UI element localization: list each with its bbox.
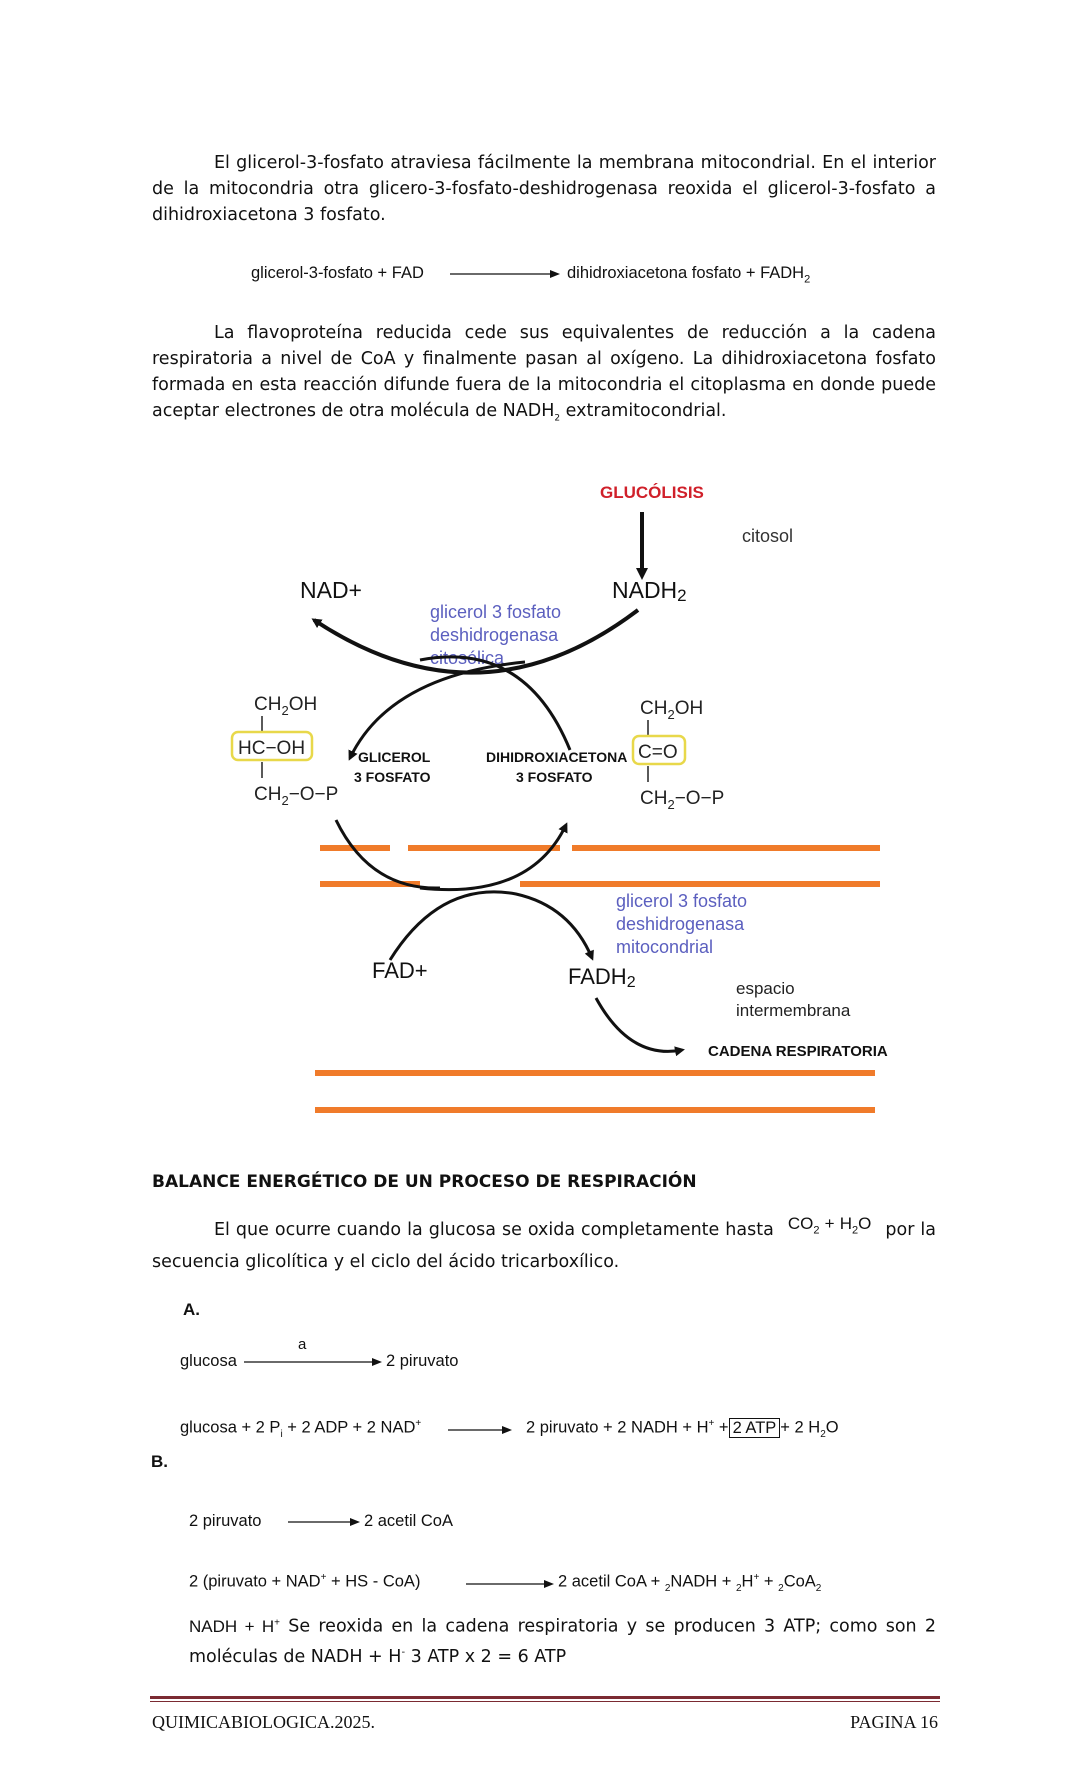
footer-page-number: PAGINA 16 <box>850 1712 938 1732</box>
section-a-eq1-right: 2 piruvato <box>386 1352 459 1370</box>
section-b-note: NADH + H+ Se reoxida en la cadena respir… <box>189 1616 936 1667</box>
citosol-label: citosol <box>742 526 793 546</box>
section-a-eq1-arrow <box>244 1358 382 1366</box>
glucolisis-label: GLUCÓLISIS <box>600 483 704 502</box>
glycerol-phosphate-shuttle-diagram: GLUCÓLISIS citosol NAD+ NADH2 glicerol 3… <box>230 483 888 1113</box>
left-struct-mid: HC−OH <box>238 738 305 759</box>
glicerol-label: GLICEROL 3 FOSFATO <box>354 749 434 785</box>
footer-left-text: QUIMICABIOLOGICA.2025. <box>152 1712 375 1732</box>
arc-to-dihidroxiacetona <box>419 822 568 892</box>
arc-upper-right <box>419 655 572 751</box>
paragraph-1: El glicerol-3-fosfato atraviesa fácilmen… <box>152 153 936 225</box>
section-a-eq1-left: glucosa <box>180 1352 237 1370</box>
co2-h2o-formula: CO2 + H2O <box>787 1214 872 1237</box>
right-struct-top: CH2OH <box>640 698 703 722</box>
mito-curve-arrow <box>388 890 594 961</box>
espacio-label: espacio intermembrana <box>736 979 851 1020</box>
enzyme-cytosolic-label: glicerol 3 fosfato deshidrogenasa citosó… <box>430 602 566 668</box>
section-b-eq1-left: 2 piruvato <box>189 1512 262 1530</box>
fadh2-label: FADH2 <box>568 964 636 991</box>
top-curve-arrow <box>311 608 640 675</box>
section-a-eq2-left: glucosa + 2 Pi + 2 ADP + 2 NAD+ <box>180 1418 422 1440</box>
section-b-eq2-right: 2 acetil CoA + 2NADH + 2H+ + 2CoA2 <box>558 1572 822 1594</box>
left-struct-bot: CH2−O−P <box>254 784 338 808</box>
right-struct-highlight <box>631 734 687 766</box>
atp-box: 2 ATP <box>728 1417 781 1438</box>
cadena-label: CADENA RESPIRATORIA <box>708 1043 888 1060</box>
reaction-1-right: dihidroxiacetona fosfato + FADH2 <box>567 264 811 286</box>
dihidroxiacetona-label: DIHIDROXIACETONA 3 FOSFATO <box>486 749 631 785</box>
section-a-label: A. <box>183 1300 200 1319</box>
left-struct-top: CH2OH <box>254 694 317 718</box>
nad-plus-label: NAD+ <box>300 577 362 603</box>
paragraph-2: La flavoproteína reducida cede sus equiv… <box>152 323 936 424</box>
cadena-arrow <box>594 997 685 1057</box>
left-struct-highlight <box>230 730 314 762</box>
footer-rule-thick <box>150 1696 940 1699</box>
paragraph-3: El que ocurre cuando la glucosa se oxida… <box>152 1214 936 1273</box>
section-b-label: B. <box>151 1452 168 1471</box>
balance-heading: BALANCE ENERGÉTICO DE UN PROCESO DE RESP… <box>152 1172 697 1192</box>
footer-rule-thin <box>150 1701 940 1702</box>
section-a-eq2-arrow <box>448 1426 512 1434</box>
section-a-arrow-label: a <box>298 1336 307 1353</box>
enzyme-mito-label: glicerol 3 fosfato deshidrogenasa mitoco… <box>616 891 752 957</box>
section-b-eq1-arrow <box>288 1518 360 1526</box>
section-a-eq2-right: 2 piruvato + 2 NADH + H+ +2 ATP+ 2 H2O <box>526 1417 839 1440</box>
section-b-eq1-right: 2 acetil CoA <box>364 1512 453 1530</box>
section-b-eq2-arrow <box>466 1580 554 1588</box>
right-struct-bot: CH2−O−P <box>640 788 724 812</box>
nadh-h-formula: NADH + H+ <box>189 1616 281 1636</box>
reaction-1-arrow <box>450 270 560 278</box>
arc-lower-left <box>334 819 441 890</box>
arc-to-glicerol <box>348 660 526 761</box>
section-b-eq2-left: 2 (piruvato + NAD+ + HS - CoA) <box>189 1572 421 1591</box>
reaction-1-left: glicerol-3-fosfato + FAD <box>251 264 424 282</box>
right-struct-mid: C=O <box>638 742 678 763</box>
nadh2-label: NADH2 <box>612 577 687 605</box>
fad-plus-label: FAD+ <box>372 958 428 983</box>
